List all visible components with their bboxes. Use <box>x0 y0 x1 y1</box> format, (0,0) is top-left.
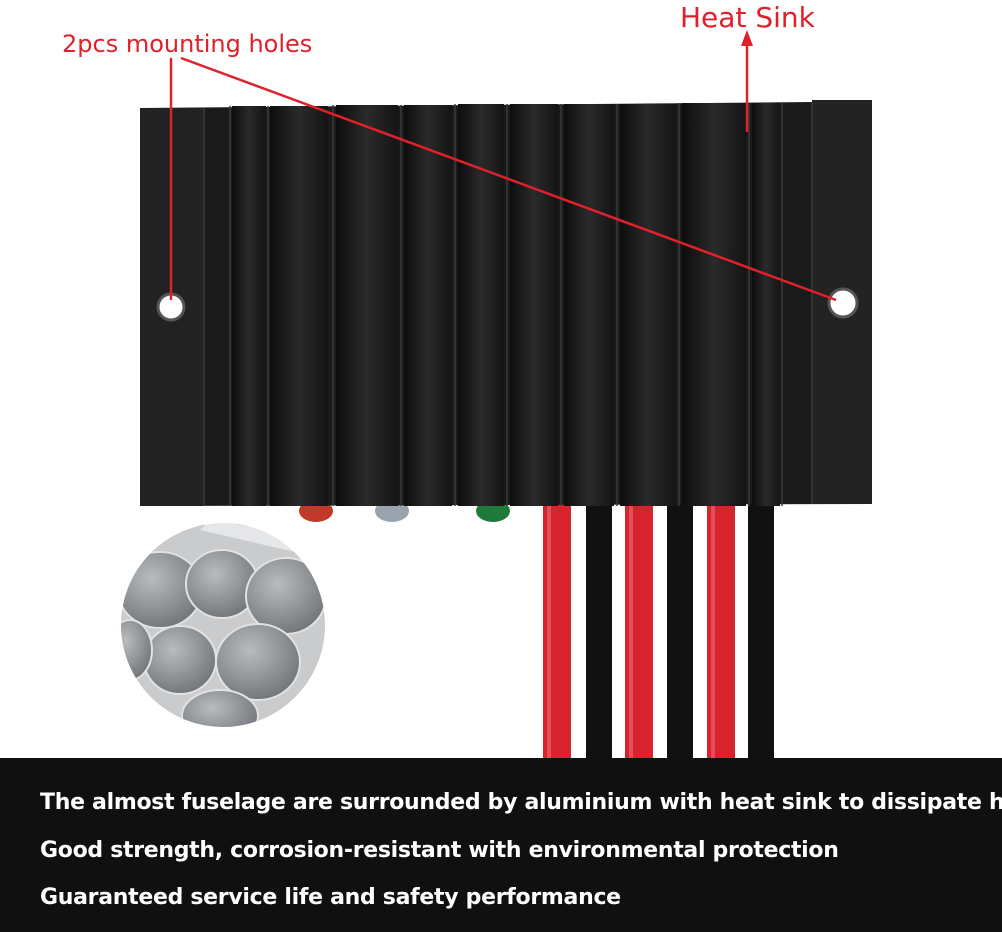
wire-black-3 <box>748 495 774 760</box>
wire-black-2 <box>667 495 693 760</box>
aluminium-rods-inset <box>119 521 327 729</box>
wires <box>543 495 774 760</box>
caption-line-1: The almost fuselage are surrounded by al… <box>40 790 1002 815</box>
heat-sink <box>140 100 872 506</box>
annotation-lines <box>169 30 837 302</box>
caption-line-2: Good strength, corrosion-resistant with … <box>40 838 839 863</box>
product-photo <box>119 30 872 760</box>
wire-black-1 <box>586 495 612 760</box>
mounting-hole-right <box>827 287 859 319</box>
caption-line-3: Guaranteed service life and safety perfo… <box>40 885 621 910</box>
heat-sink-label: Heat Sink <box>680 1 815 34</box>
caption-band: The almost fuselage are surrounded by al… <box>0 758 1002 932</box>
mounting-holes-label: 2pcs mounting holes <box>62 30 313 58</box>
